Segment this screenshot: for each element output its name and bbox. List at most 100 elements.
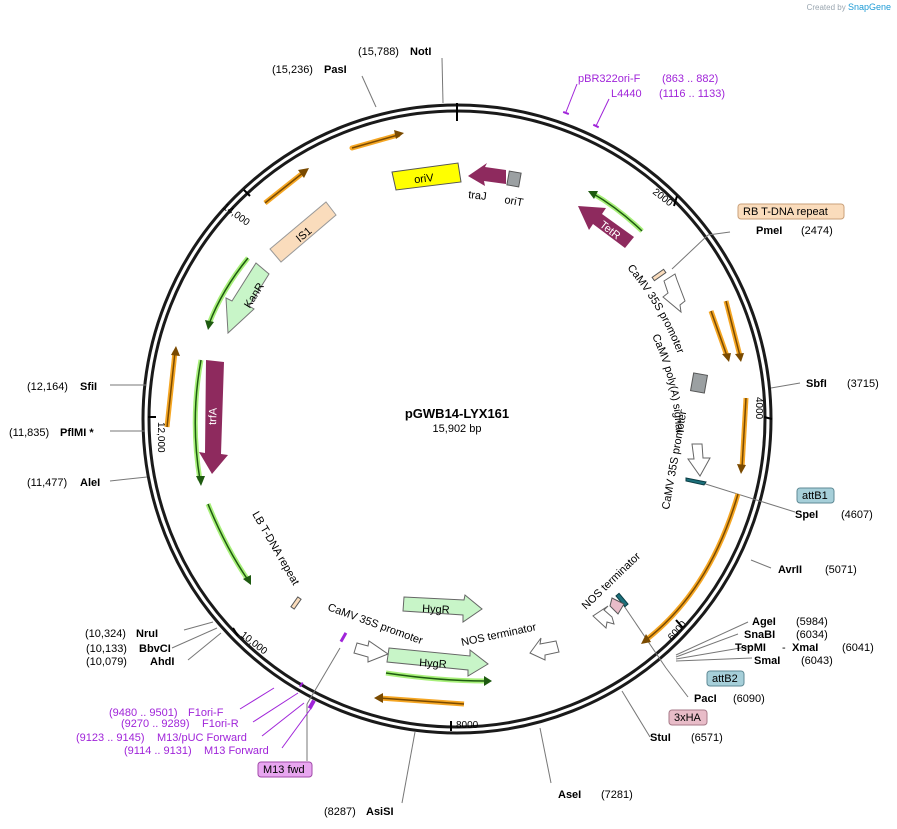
primer-marks — [299, 111, 600, 710]
svg-text:(6034): (6034) — [796, 629, 828, 641]
small-arrows — [353, 273, 711, 663]
ha-marker — [609, 597, 625, 615]
orange-arrows — [164, 130, 749, 707]
svg-text:BbvCI: BbvCI — [139, 643, 171, 655]
primer-f1ori-r[interactable]: (9270 .. 9289) F1ori-R — [121, 718, 239, 730]
svg-text:-: - — [782, 642, 786, 654]
site-bbvci[interactable]: (10,133)BbvCI — [86, 643, 171, 655]
polya-marker — [689, 372, 709, 394]
box-attb2[interactable]: attB2 — [706, 670, 745, 687]
svg-text:PacI: PacI — [694, 693, 717, 705]
site-smai[interactable]: SmaI(6043) — [754, 655, 833, 667]
green-arrow-kanr-side — [205, 256, 250, 330]
site-asisi[interactable]: (8287)AsiSI — [324, 806, 394, 818]
site-pflmi[interactable]: (11,835)PflMI * — [9, 427, 94, 439]
nos-arrow-right — [529, 637, 560, 661]
feature-is1: IS1 — [269, 201, 337, 263]
primer-l4440[interactable]: L4440 (1116 .. 1133) — [611, 88, 725, 100]
feature-hygr-1: HygR — [402, 594, 483, 623]
rb-marker — [651, 268, 667, 282]
svg-text:AsiSI: AsiSI — [366, 806, 394, 818]
feature-oriv: oriV — [391, 162, 462, 191]
svg-text:NotI: NotI — [410, 46, 431, 58]
attb1-marker — [685, 477, 707, 486]
primer-m13fwd[interactable]: (9114 .. 9131) M13 Forward — [124, 745, 269, 757]
site-snabi[interactable]: SnaBI(6034) — [744, 629, 828, 641]
feature-orit: oriT — [503, 170, 524, 209]
site-tspmi-xmai[interactable]: TspMI-XmaI(6041) — [735, 642, 874, 654]
site-sbfi[interactable]: SbfI(3715) — [806, 378, 879, 390]
svg-text:(6090): (6090) — [733, 693, 765, 705]
site-alei[interactable]: (11,477)AleI — [27, 477, 100, 489]
site-paci[interactable]: PacI (6090) — [694, 693, 765, 705]
svg-text:oriT: oriT — [503, 194, 524, 209]
svg-text:(15,788): (15,788) — [358, 46, 399, 58]
svg-text:(9480 .. 9501): (9480 .. 9501) — [109, 707, 178, 719]
svg-text:AleI: AleI — [80, 477, 100, 489]
tick-6000: 6000 — [666, 619, 689, 643]
feature-trfa: trfA — [199, 360, 228, 474]
svg-text:AhdI: AhdI — [150, 656, 174, 668]
orange-arrow-14k — [263, 168, 309, 205]
site-pasi[interactable]: (15,236)PasI — [272, 64, 347, 76]
svg-text:(2474): (2474) — [801, 225, 833, 237]
leader-lines — [109, 57, 801, 804]
site-avrii[interactable]: AvrII (5071) — [778, 564, 857, 576]
svg-text:M13 Forward: M13 Forward — [204, 745, 269, 757]
site-stui[interactable]: StuI(6571) — [650, 732, 723, 744]
svg-text:(11,835): (11,835) — [9, 427, 49, 439]
svg-text:(9114 .. 9131): (9114 .. 9131) — [124, 745, 192, 757]
svg-text:SfiI: SfiI — [80, 381, 97, 393]
svg-text:PasI: PasI — [324, 64, 347, 76]
svg-text:(6041): (6041) — [842, 642, 874, 654]
svg-text:(6571): (6571) — [691, 732, 723, 744]
feature-traj: traJ — [468, 163, 506, 203]
svg-text:(5071): (5071) — [825, 564, 857, 576]
svg-text:M13 fwd: M13 fwd — [263, 764, 305, 776]
plasmid-size: 15,902 bp — [433, 423, 482, 435]
site-asei[interactable]: AseI(7281) — [558, 789, 633, 801]
svg-text:F1ori-R: F1ori-R — [202, 718, 239, 730]
primer-m13puc[interactable]: (9123 .. 9145)M13/pUC Forward — [76, 732, 247, 744]
svg-text:(5984): (5984) — [796, 616, 828, 628]
nos-arrow-left — [592, 605, 615, 629]
svg-text:(10,079): (10,079) — [86, 656, 127, 668]
box-attb1[interactable]: attB1 — [796, 487, 835, 504]
svg-text:L4440: L4440 — [611, 88, 642, 100]
site-pmei[interactable]: PmeI(2474) — [756, 225, 833, 237]
svg-text:SmaI: SmaI — [754, 655, 780, 667]
box-3xha[interactable]: 3xHA — [668, 709, 708, 726]
svg-text:AvrII: AvrII — [778, 564, 802, 576]
svg-text:oriV: oriV — [413, 172, 435, 186]
primer-leaders — [239, 83, 610, 749]
orange-arrow-left — [164, 346, 180, 428]
site-sfii[interactable]: (12,164)SfiI — [27, 381, 97, 393]
svg-text:F1ori-F: F1ori-F — [188, 707, 224, 719]
svg-text:RB T-DNA repeat: RB T-DNA repeat — [743, 206, 828, 218]
orange-arrow-r1 — [708, 310, 731, 362]
tick-4000: 4000 — [753, 397, 764, 420]
primer-f1ori-f[interactable]: (9480 .. 9501) F1ori-F — [109, 707, 224, 719]
box-rb-tdna[interactable]: RB T-DNA repeat — [737, 203, 845, 220]
svg-text:(9270 .. 9289): (9270 .. 9289) — [121, 718, 190, 730]
feature-hygr-2: HygR — [386, 647, 489, 677]
feature-tetr: TetR — [578, 206, 634, 248]
orange-arrow-long — [641, 493, 741, 644]
primer-pbr322[interactable]: pBR322ori-F(863 .. 882) — [578, 73, 718, 85]
lb-marker — [290, 596, 302, 610]
svg-text:SbfI: SbfI — [806, 378, 827, 390]
site-noti[interactable]: (15,788) NotI — [358, 46, 431, 58]
plasmid-name: pGWB14-LYX161 — [405, 406, 509, 421]
svg-text:XmaI: XmaI — [792, 642, 818, 654]
site-agei[interactable]: AgeI(5984) — [752, 616, 828, 628]
svg-text:(1116 .. 1133): (1116 .. 1133) — [659, 88, 725, 100]
svg-text:M13/pUC Forward: M13/pUC Forward — [157, 732, 247, 744]
svg-text:(10,324): (10,324) — [85, 628, 126, 640]
site-ahdi[interactable]: (10,079) AhdI — [86, 656, 174, 668]
box-m13-fwd[interactable]: M13 fwd — [257, 761, 313, 778]
site-nrui[interactable]: (10,324)NruI — [85, 628, 158, 640]
site-spei[interactable]: SpeI(4607) — [795, 509, 873, 521]
green-arrow-lower-left — [205, 503, 251, 585]
attb2-marker — [615, 592, 629, 608]
